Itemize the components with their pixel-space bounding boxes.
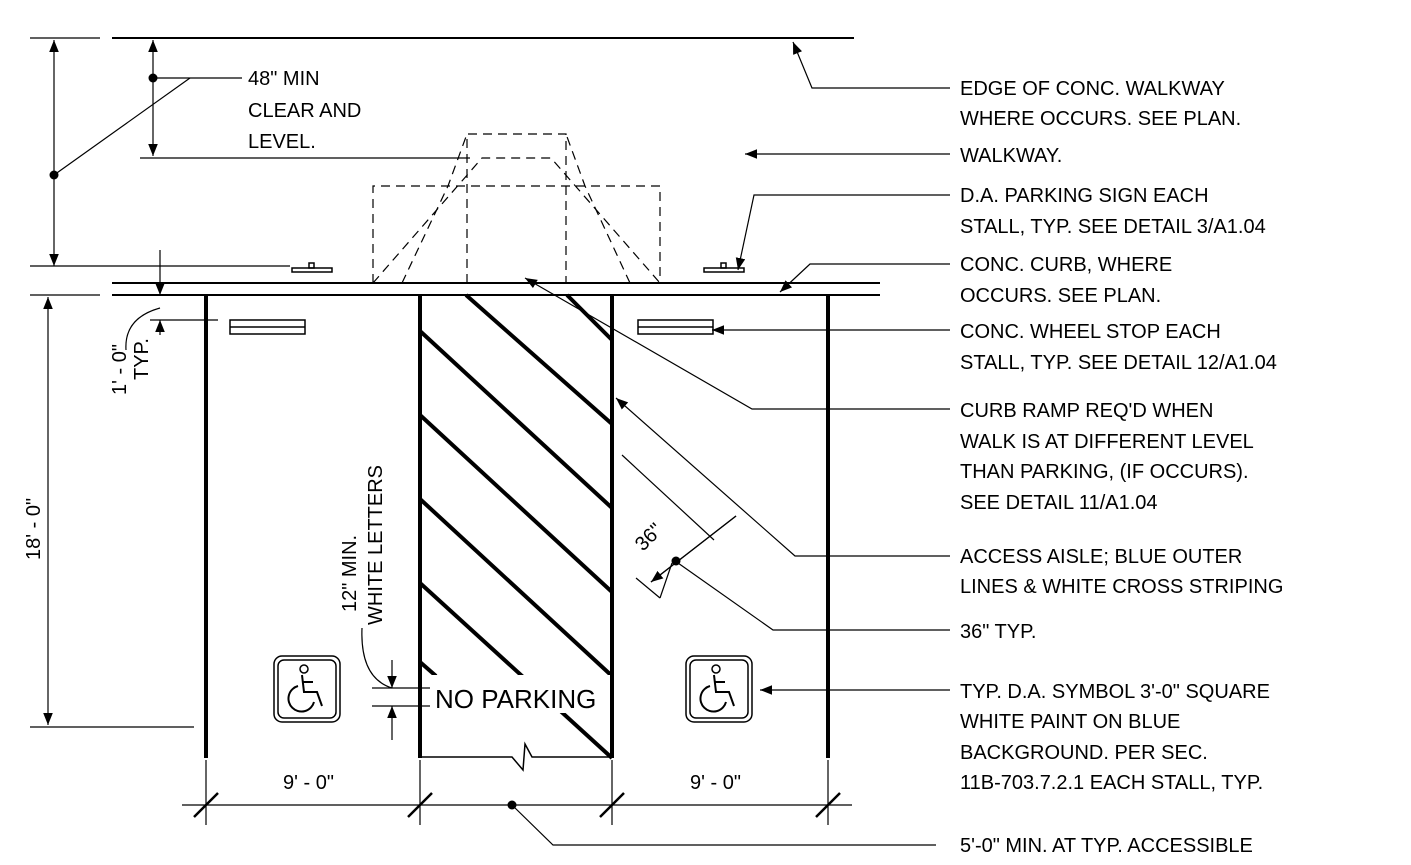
stall-width-right-label: 9' - 0" <box>690 772 741 794</box>
wheel-stop-right <box>637 319 714 335</box>
wheelchair-icon <box>685 655 753 723</box>
aisle-min-note: 5'-0" MIN. AT TYP. ACCESSIBLE <box>960 835 1253 857</box>
parking-sign-left <box>291 262 333 273</box>
wheel-stop-note: CONC. WHEEL STOP EACH STALL, TYP. SEE DE… <box>960 321 1277 374</box>
letter-height-dimension <box>361 627 430 740</box>
edge-walkway-note: EDGE OF CONC. WALKWAY WHERE OCCURS. SEE … <box>960 78 1241 130</box>
letter-height-label: 12" MIN. WHITE LETTERS <box>339 465 387 625</box>
access-aisle-note: ACCESS AISLE; BLUE OUTER LINES & WHITE C… <box>960 546 1283 598</box>
walkway-note: WALKWAY. <box>960 145 1062 167</box>
no-parking-text: NO PARKING <box>435 684 596 714</box>
aisle-break-line <box>420 741 612 772</box>
sign-note: D.A. PARKING SIGN EACH STALL, TYP. SEE D… <box>960 185 1266 238</box>
curb-ramp-note: CURB RAMP REQ'D WHEN WALK IS AT DIFFEREN… <box>960 400 1259 514</box>
curb-note: CONC. CURB, WHERE OCCURS. SEE PLAN. <box>960 254 1178 307</box>
aisle-cross-stripes <box>418 293 614 760</box>
da-symbol-note: TYP. D.A. SYMBOL 3'-0" SQUARE WHITE PAIN… <box>960 681 1275 794</box>
stall-depth-dimension <box>30 294 194 728</box>
stall-width-left-label: 9' - 0" <box>283 772 334 794</box>
stripe-typ-note: 36" TYP. <box>960 621 1036 643</box>
bottom-width-dimension <box>182 760 936 846</box>
callout-leaders <box>524 41 950 695</box>
wheelchair-icon <box>273 655 341 723</box>
parking-sign-right <box>703 262 745 273</box>
stall-depth-label: 18' - 0" <box>23 498 45 560</box>
curb-ramp-outline <box>372 133 661 284</box>
wheel-stop-left <box>229 319 306 335</box>
stripe-spacing-dimension <box>621 454 737 599</box>
clear-level-note: 48" MIN CLEAR AND LEVEL. <box>248 68 367 153</box>
curb-setback-dimension <box>125 250 218 351</box>
curb-setback-label: 1' - 0" TYP. <box>109 338 153 395</box>
stripe-spacing-label: 36" <box>631 519 667 555</box>
